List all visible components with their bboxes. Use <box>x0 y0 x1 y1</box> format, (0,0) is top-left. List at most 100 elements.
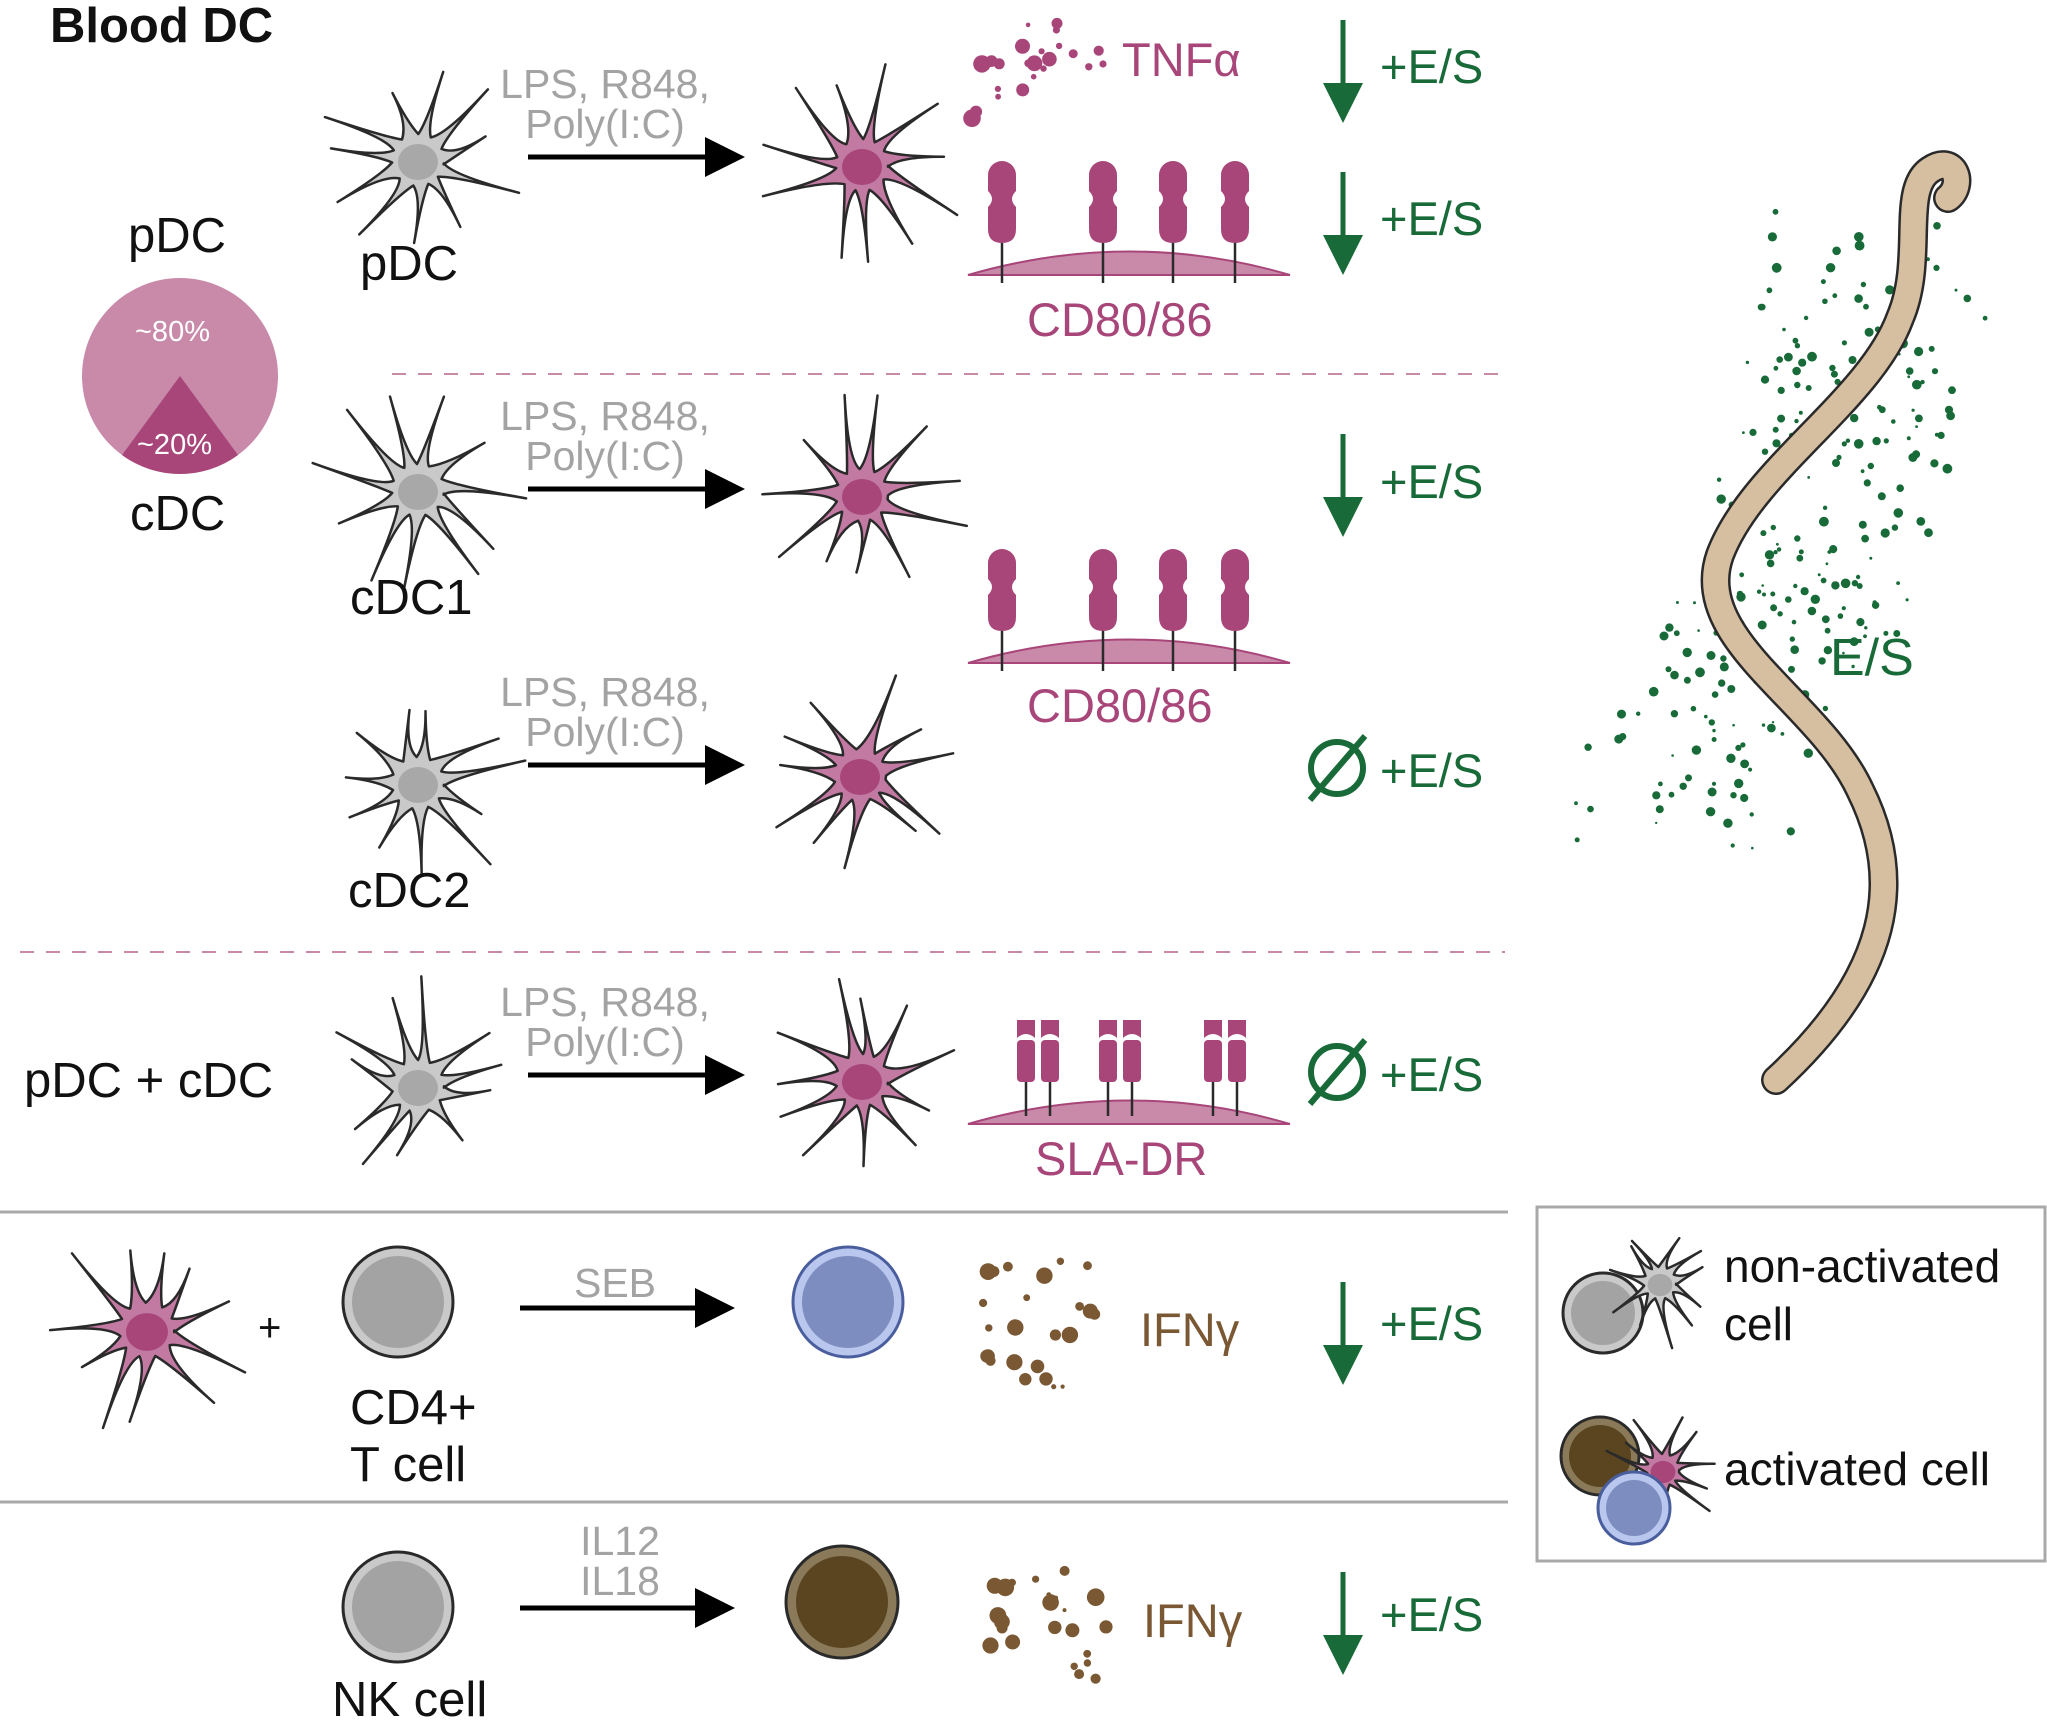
es-particle <box>1880 528 1890 538</box>
es-particle <box>1777 386 1785 394</box>
es-particle <box>1770 604 1778 612</box>
es-particle <box>1822 505 1828 510</box>
es-particle <box>1792 337 1799 344</box>
es-particle <box>1773 365 1779 371</box>
es-particle <box>1706 651 1716 660</box>
particle <box>1060 1384 1065 1389</box>
surface-label-cd80-cdc: CD80/86 <box>1027 679 1213 732</box>
es-particle <box>1617 709 1626 719</box>
sla-dr-3 <box>1204 1020 1246 1116</box>
es-particle <box>1810 594 1821 604</box>
es-particle <box>1708 719 1716 726</box>
es-particle <box>1864 327 1874 337</box>
es-particle <box>1863 634 1867 639</box>
es-particle <box>1850 413 1859 423</box>
stimulus-label-seb: SEB <box>573 1260 657 1306</box>
stimulus-line1: LPS, R848, <box>500 393 710 439</box>
es-particle <box>1851 580 1859 587</box>
es-particle <box>1655 805 1664 814</box>
es-particle <box>1915 425 1918 428</box>
cdc1-resting <box>311 395 528 590</box>
cell-label-mixed: pDC + cDC <box>24 1054 274 1108</box>
cytokine-label-tnf: TNFα <box>1122 33 1241 86</box>
es-particle <box>1827 550 1832 554</box>
legend-activated-label: activated cell <box>1724 1443 1990 1495</box>
es-particle <box>1829 364 1836 372</box>
es-particle <box>1822 298 1828 305</box>
particle <box>994 85 1002 92</box>
particle <box>1030 73 1037 80</box>
pie-label-cdc: cDC <box>130 487 226 541</box>
particle <box>972 113 980 121</box>
particle <box>1051 1384 1057 1390</box>
es-particle <box>1914 346 1924 357</box>
es-particle <box>1819 516 1829 527</box>
es-particle <box>1920 379 1925 385</box>
es-particle <box>1711 737 1717 742</box>
es-particle <box>1739 572 1745 578</box>
es-particle <box>1841 441 1847 447</box>
legend-box <box>1535 1205 2047 1563</box>
particle <box>1019 1373 1032 1386</box>
es-particle <box>1831 581 1840 590</box>
receptor-4 <box>1221 549 1249 671</box>
particle <box>1038 48 1045 55</box>
es-particle <box>1665 666 1672 673</box>
es-particle <box>1777 611 1783 617</box>
es-particle <box>1772 439 1781 448</box>
es-particle <box>1915 414 1923 423</box>
stimulus-line2: Poly(I:C) <box>525 101 685 147</box>
es-particle <box>1718 679 1726 687</box>
es-particle <box>1740 742 1746 748</box>
es-particle <box>1803 748 1814 758</box>
es-particle <box>1823 646 1833 655</box>
es-particle <box>1740 759 1749 769</box>
es-particle <box>1854 232 1864 242</box>
es-particle <box>1854 240 1865 251</box>
es-particle <box>1803 315 1809 321</box>
es-particle <box>1791 619 1797 625</box>
cytokine-label-ifng-nk: IFNγ <box>1143 1594 1243 1647</box>
effect-label-cdc2: +E/S <box>1380 744 1484 797</box>
es-particle <box>1711 691 1719 698</box>
es-particle <box>1742 431 1745 434</box>
es-particle <box>1771 721 1775 724</box>
coculture-plus: + <box>258 1306 282 1350</box>
es-particle <box>1619 733 1627 741</box>
es-particle <box>1665 623 1674 632</box>
particle <box>985 1324 993 1332</box>
t-cell-activated <box>791 1245 905 1359</box>
es-particle <box>1944 405 1954 414</box>
es-particle <box>1659 631 1669 641</box>
es-particle <box>1942 463 1953 474</box>
membrane-cd80-cdc <box>967 638 1291 664</box>
es-particle <box>1954 288 1958 292</box>
page-title: Blood DC <box>50 0 274 53</box>
es-particle <box>1800 587 1809 596</box>
es-particle <box>1773 550 1778 555</box>
es-particle <box>1877 404 1882 410</box>
particle <box>1090 1673 1101 1684</box>
particle <box>986 1577 1003 1594</box>
es-particle <box>1848 356 1857 364</box>
effect-label-cdc1: +E/S <box>1380 455 1484 508</box>
es-particle <box>1830 370 1838 378</box>
particle <box>985 1355 996 1366</box>
es-particle <box>1860 281 1867 288</box>
effect-label-ifng-nk: +E/S <box>1380 1588 1484 1641</box>
es-particle <box>1818 657 1826 665</box>
es-particle <box>1668 791 1675 798</box>
es-particle <box>1853 439 1864 449</box>
es-particle <box>1670 670 1679 680</box>
es-particle <box>1682 647 1692 658</box>
particle <box>1026 55 1043 72</box>
es-particle <box>1794 418 1799 424</box>
es-particle <box>1704 714 1708 719</box>
es-particle <box>1719 662 1729 672</box>
es-particle <box>1670 710 1679 718</box>
es-particle <box>1730 792 1737 799</box>
es-particle <box>1792 366 1801 376</box>
sla-dr-2 <box>1099 1020 1141 1116</box>
es-particle <box>1735 744 1742 752</box>
